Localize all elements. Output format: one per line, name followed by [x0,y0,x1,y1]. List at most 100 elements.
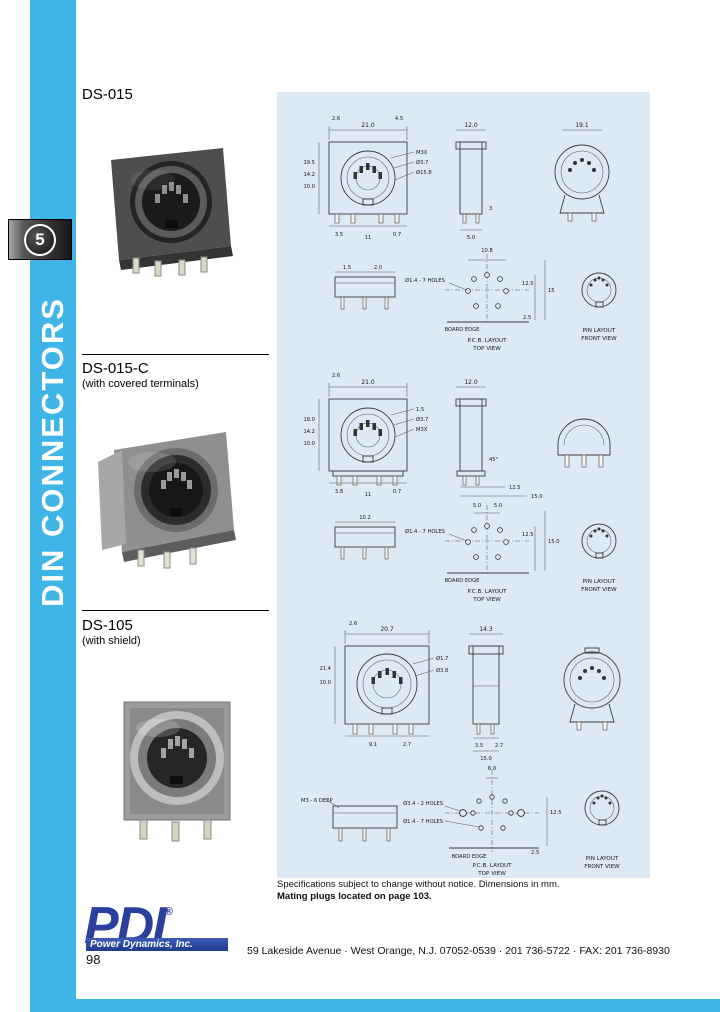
dim-label: 14.2 [303,172,315,178]
pin-layout-caption: FRONT VIEW [581,336,617,342]
dim-label: 2.0 [374,265,382,271]
dim-label: 3.5 [475,743,483,749]
ds105-rear-view [563,647,621,731]
dim-label: 10.0 [303,441,315,447]
pin-layout-caption: PIN LAYOUT [583,579,616,585]
section-title-ds105: DS-105 [82,617,133,634]
dim-label: 2.6 [332,116,340,122]
dim-label: 19.1 [575,122,589,129]
dim-label: 12.5 [509,485,521,491]
dim-label: 0.7 [393,489,401,495]
ds105-front-view: 20.7 2.6 Ø1.7 Ø3.8 21.4 10.0 9.1 2.7 [319,621,448,748]
dim-label: 20.7 [380,626,394,633]
pcb-caption: TOP VIEW [477,871,506,877]
bottom-accent-bar [76,999,720,1012]
section-tab-number: 5 [24,223,56,256]
dim-label: 3 [489,206,492,212]
dim-label: 2.7 [495,743,503,749]
dim-label: 15 [548,288,555,294]
board-edge-label: BOARD EDGE [445,327,480,333]
dim-label: 11 [365,235,372,241]
dim-label: Ø3.7 [416,416,428,423]
section-title-ds015: DS-015 [82,86,133,103]
pcb-holes-label: Ø1.4 - 7 HOLES [405,277,445,284]
dim-label: 10.2 [359,515,371,521]
company-address: 59 Lakeside Avenue · West Orange, N.J. 0… [247,945,670,957]
thread-label: M3 - 6 DEEP [301,798,333,804]
pcb-caption: TOP VIEW [472,597,501,603]
section-subtitle-ds105: (with shield) [82,635,141,647]
dim-label: Ø1.7 [436,655,448,662]
dim-label: 9.1 [369,742,377,748]
dim-label: 10.8 [481,248,493,254]
dim-label: 2.6 [349,621,357,627]
dim-label: 45° [489,457,499,463]
dim-label: 19.5 [303,160,315,166]
pcb-caption: P.C.B. LAYOUT [472,863,512,869]
registered-mark: ® [164,906,173,918]
page-number: 98 [86,952,101,967]
ds015-drawing: 21.0 2.6 4.5 M3X Ø3.7 Ø15.8 19.5 14.2 10… [303,116,617,352]
ds015-rear-view: 19.1 [554,122,610,222]
dim-label: 5.0 [467,235,475,241]
ds015-pcb-layout: 10.8 Ø1.4 - 7 HOLES 12.5 15 2.5 BOARD ED… [405,248,555,352]
dim-label: 12.5 [522,281,534,287]
dim-label: 3.5 [335,232,343,238]
ds015c-drawing: 21.0 2.6 1.5 Ø3.7 M3X 18.0 14.2 10.0 3.8… [303,373,617,603]
ds015c-front-view: 21.0 2.6 1.5 Ø3.7 M3X 18.0 14.2 10.0 3.8… [303,373,428,498]
dim-label: Ø15.8 [416,169,432,176]
dim-label: 10.0 [319,680,331,686]
ds015-pin-layout: PIN LAYOUT FRONT VIEW [581,272,617,342]
sidebar-title: DIN CONNECTORS [35,297,70,607]
pdi-logo-tagline: Power Dynamics, Inc. [86,938,228,951]
section-title-ds015c: DS-015-C [82,360,149,377]
ds105-profile-view: M3 - 6 DEEP [301,798,398,842]
pin-layout-caption: PIN LAYOUT [586,856,619,862]
dim-label: 2.5 [531,850,539,856]
pcb-caption: P.C.B. LAYOUT [467,338,507,344]
board-edge-label: BOARD EDGE [452,854,487,860]
dim-label: 14.2 [303,429,315,435]
pin-layout-caption: FRONT VIEW [581,587,617,593]
dim-label: Ø3.7 [416,159,428,166]
ds105-pcb-layout: 6.0 Ø3.4 - 2 HOLES Ø1.4 - 7 HOLES 12.5 2… [403,766,561,877]
dim-label: 21.0 [361,122,375,129]
dim-label: 12.5 [550,810,562,816]
board-edge-label: BOARD EDGE [445,578,480,584]
dim-label: 11 [365,492,372,498]
dim-label: M3X [416,150,428,156]
spec-note: Specifications subject to change without… [277,879,560,890]
dim-label: 10.0 [303,184,315,190]
product-photo-ds105 [123,701,231,842]
ds015c-pcb-layout: 5.0 5.0 Ø1.4 - 7 HOLES 12.5 15.0 BOARD E… [405,503,560,603]
dim-label: 21.0 [361,379,375,386]
section-tab: 5 [8,219,72,260]
pcb-holes-label: Ø1.4 - 7 HOLES [403,818,443,825]
drawing-panel: 21.0 2.6 4.5 M3X Ø3.7 Ø15.8 19.5 14.2 10… [277,92,650,878]
sidebar-strip [30,0,76,1012]
section-subtitle-ds015c: (with covered terminals) [82,378,199,390]
dim-label: 18.0 [303,417,315,423]
pcb-holes-label: Ø1.4 - 7 HOLES [405,528,445,535]
ds015-profile-view: 1.5 2.0 [334,265,396,310]
dim-label: 6.0 [488,766,496,772]
ds015-front-view: 21.0 2.6 4.5 M3X Ø3.7 Ø15.8 19.5 14.2 10… [303,116,431,241]
dim-label: 2.6 [332,373,340,379]
mating-plug-note: Mating plugs located on page 103. [277,891,432,902]
dim-label: 5.0 [473,503,481,509]
dim-label: 2.7 [403,742,411,748]
ds105-pin-layout: PIN LAYOUT FRONT VIEW [584,790,620,870]
dim-label: M3X [416,427,428,433]
ds015c-pin-layout: PIN LAYOUT FRONT VIEW [581,523,617,593]
pin-layout-caption: PIN LAYOUT [583,328,616,334]
dim-label: 12.5 [522,532,534,538]
ds015c-side-view: 12.0 45° 12.5 15.0 [455,379,543,500]
dim-label: 12.0 [464,122,478,129]
pcb-holes-label: Ø3.4 - 2 HOLES [403,800,443,807]
dim-label: 15.0 [480,756,492,762]
pcb-caption: TOP VIEW [472,346,501,352]
dim-label: 2.5 [523,315,531,321]
dim-label: 15.0 [548,539,560,545]
ds015c-profile-view: 10.2 [334,515,396,560]
section-divider [82,354,269,355]
